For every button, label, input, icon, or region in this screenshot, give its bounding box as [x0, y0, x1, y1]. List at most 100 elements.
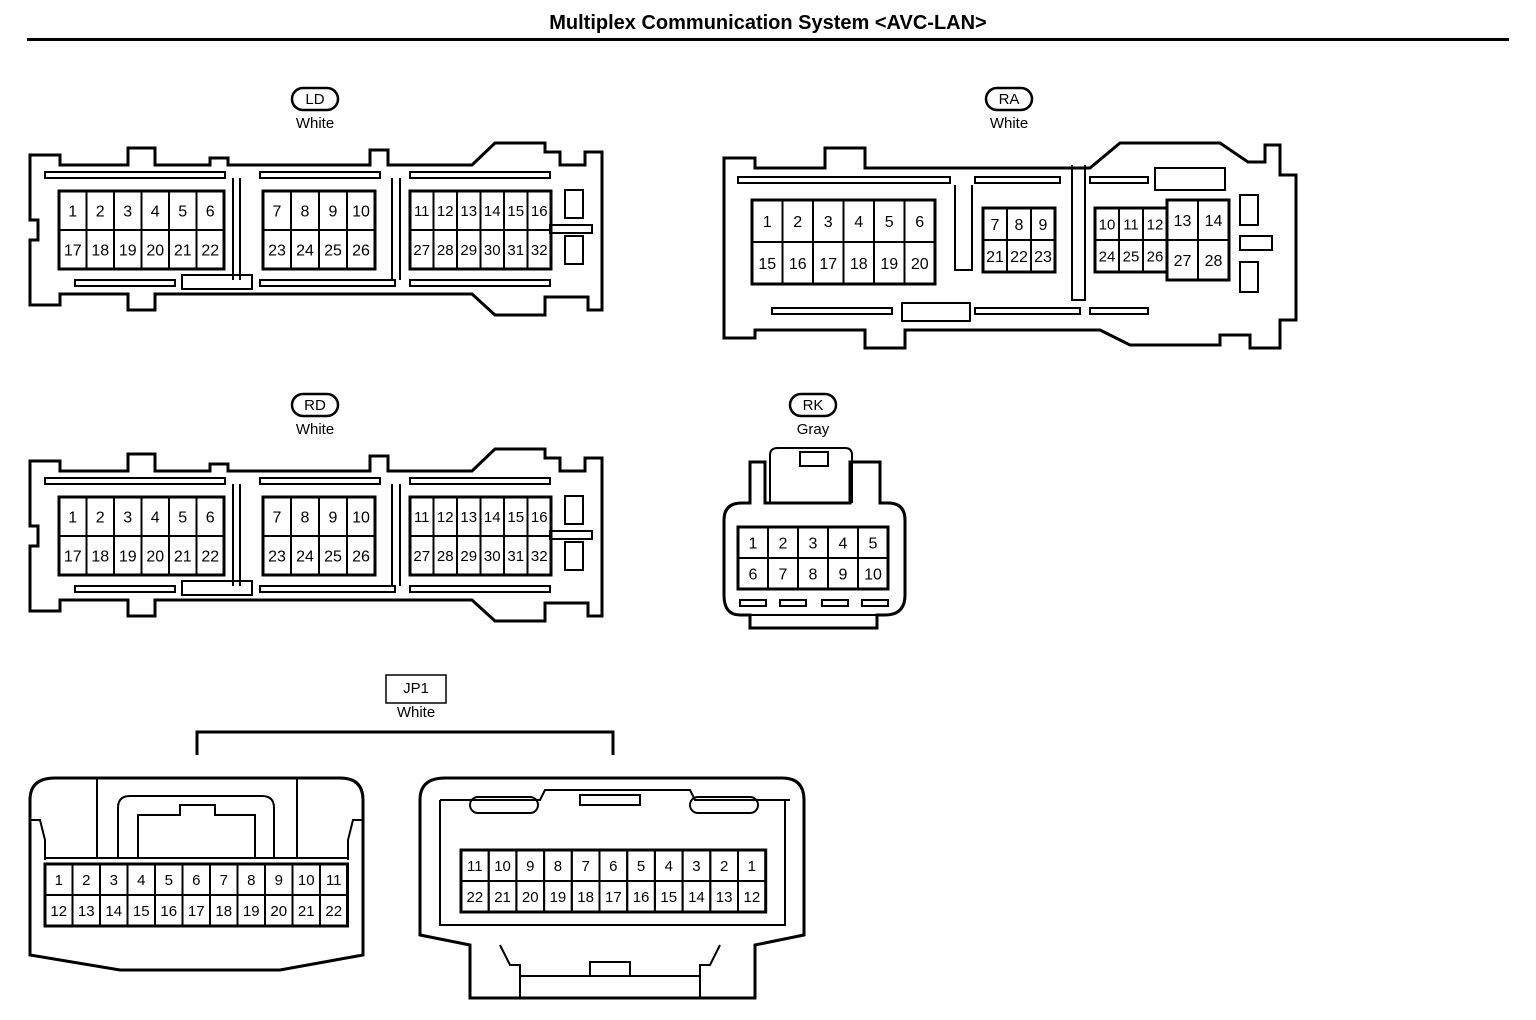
pin-number: 30: [484, 548, 501, 565]
pin-number: 27: [1174, 253, 1192, 270]
pin-number: 1: [55, 872, 63, 889]
pin-number: 26: [1147, 248, 1164, 265]
pin-number: 1: [763, 214, 772, 231]
pin-number: 12: [50, 903, 67, 920]
pin-number: 20: [146, 548, 164, 565]
pin-number: 19: [243, 903, 260, 920]
pin-number: 16: [633, 889, 650, 906]
pin-number: 21: [174, 548, 192, 565]
connector-code-badge: [788, 392, 838, 418]
pin-number: 17: [819, 256, 837, 273]
connector-rk-body: [722, 447, 907, 630]
pin-number: 2: [96, 509, 105, 526]
pin-number: 11: [467, 858, 483, 875]
pin-number: 25: [324, 548, 342, 565]
pin-number: 5: [165, 872, 173, 889]
connector-code: JP1: [403, 680, 429, 697]
pin-number: 19: [550, 889, 567, 906]
pin-number: 5: [178, 203, 187, 220]
connector-color: White: [296, 421, 334, 438]
pin-number: 31: [507, 548, 524, 565]
connector-code-badge: [984, 86, 1034, 112]
pin-number: 6: [206, 203, 215, 220]
pin-cell: [195, 229, 225, 270]
pin-number: 11: [414, 203, 430, 220]
connector-code-badge: [290, 86, 340, 112]
pin-number: 6: [915, 214, 924, 231]
pin-number: 18: [91, 548, 109, 565]
pin-number: 23: [268, 242, 286, 259]
pin-number: 17: [605, 889, 622, 906]
pin-number: 26: [352, 548, 370, 565]
pin-number: 7: [581, 858, 589, 875]
pin-number: 9: [1039, 217, 1048, 234]
connector-label-ra: RA White: [984, 86, 1034, 132]
pin-number: 21: [494, 889, 511, 906]
pin-number: 3: [824, 214, 833, 231]
connector-color: White: [990, 115, 1028, 132]
pin-number: 14: [1205, 213, 1223, 230]
pin-number: 21: [986, 249, 1004, 266]
pin-cell: [1197, 239, 1230, 281]
pin-number: 8: [301, 509, 310, 526]
connector-code: RA: [999, 91, 1020, 108]
pin-number: 1: [68, 509, 77, 526]
pin-number: 10: [864, 566, 882, 583]
connector-ra-body: [722, 141, 1298, 350]
connector-code: RK: [803, 397, 824, 414]
connector-code-badge: [290, 392, 340, 418]
pin-cell: [195, 535, 225, 576]
pin-number: 6: [749, 566, 758, 583]
pin-number: 5: [869, 535, 878, 552]
pin-number: 14: [484, 203, 501, 220]
pin-number: 27: [413, 548, 430, 565]
pin-number: 3: [809, 535, 818, 552]
pin-number: 11: [326, 872, 342, 889]
pin-number: 4: [854, 214, 863, 231]
pin-number: 4: [665, 858, 673, 875]
pin-number: 31: [507, 242, 524, 259]
pin-number: 1: [68, 203, 77, 220]
pin-number: 22: [1010, 249, 1028, 266]
pin-number: 14: [105, 903, 122, 920]
pin-number: 16: [789, 256, 807, 273]
pin-cell: [1030, 239, 1056, 273]
pin-number: 19: [880, 256, 898, 273]
pin-cell: [526, 535, 552, 576]
pin-number: 24: [296, 242, 314, 259]
pin-cell: [319, 894, 349, 927]
pin-number: 24: [1099, 248, 1116, 265]
pin-number: 15: [507, 509, 524, 526]
pin-number: 7: [273, 203, 282, 220]
pin-number: 13: [1174, 213, 1192, 230]
pin-number: 6: [609, 858, 617, 875]
pin-number: 29: [460, 548, 477, 565]
connector-color: Gray: [797, 421, 830, 438]
pin-number: 3: [692, 858, 700, 875]
pin-number: 25: [1123, 248, 1140, 265]
pin-number: 28: [437, 548, 454, 565]
pin-number: 8: [554, 858, 562, 875]
pin-number: 9: [329, 509, 338, 526]
pin-number: 18: [577, 889, 594, 906]
pin-number: 24: [296, 548, 314, 565]
pin-cell: [857, 557, 889, 590]
title-rule: [27, 38, 1509, 41]
pin-number: 15: [507, 203, 524, 220]
pin-number: 18: [91, 242, 109, 259]
pin-number: 8: [247, 872, 255, 889]
pin-cell: [737, 880, 767, 913]
pin-number: 6: [206, 509, 215, 526]
pin-number: 1: [749, 535, 758, 552]
connector-jp1-right-body: [418, 776, 806, 1000]
pin-number: 23: [268, 548, 286, 565]
pin-number: 9: [275, 872, 283, 889]
connector-code: LD: [305, 91, 324, 108]
pin-number: 10: [352, 509, 370, 526]
pin-number: 18: [850, 256, 868, 273]
pin-number: 3: [110, 872, 118, 889]
connector-jp1-left-body: [28, 776, 365, 972]
